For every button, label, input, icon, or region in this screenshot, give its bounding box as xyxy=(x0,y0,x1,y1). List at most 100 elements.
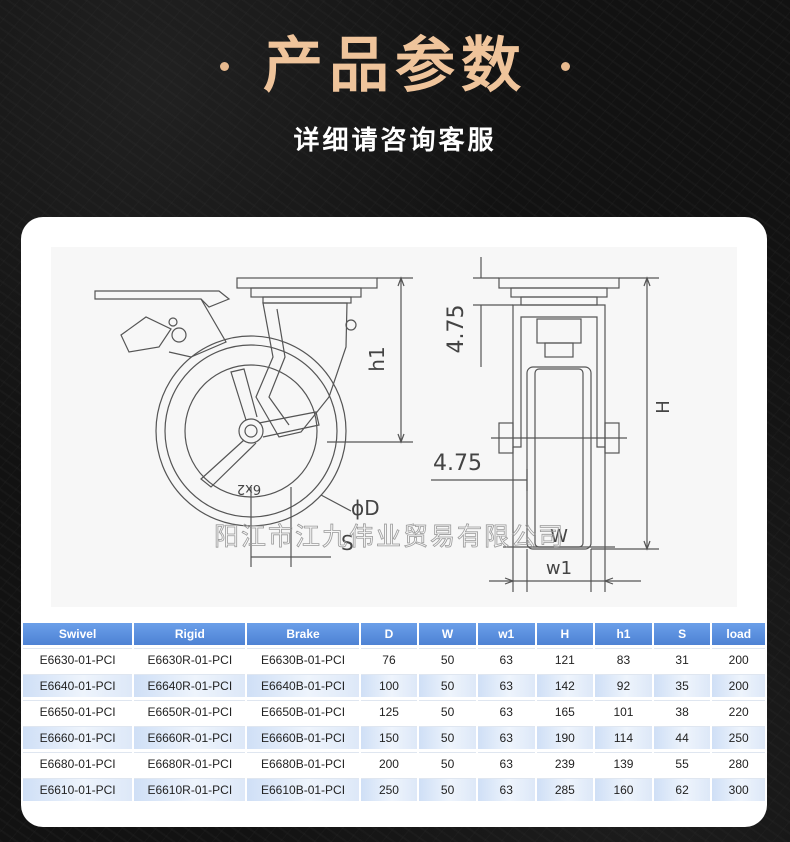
column-header-h: H xyxy=(536,623,594,645)
cell-h: 142 xyxy=(536,674,594,697)
cell-h1: 83 xyxy=(595,648,652,671)
column-header-w1: w1 xyxy=(477,623,535,645)
cell-w1: 63 xyxy=(477,726,535,749)
cell-h: 190 xyxy=(536,726,594,749)
dim-label-diameter: ϕD xyxy=(351,496,380,520)
column-header-w: W xyxy=(419,623,476,645)
cell-rigid: E6680R-01-PCI xyxy=(134,752,246,775)
cell-s: 31 xyxy=(653,648,711,671)
cell-w: 50 xyxy=(419,752,476,775)
cell-swivel: E6680-01-PCI xyxy=(23,752,133,775)
column-header-load: load xyxy=(712,623,765,645)
spec-table-header-row: Swivel Rigid Brake D W w1 H h1 S load xyxy=(23,623,765,645)
cell-w: 50 xyxy=(419,648,476,671)
cell-load: 300 xyxy=(712,778,765,801)
cell-load: 200 xyxy=(712,648,765,671)
column-header-d: D xyxy=(360,623,418,645)
cell-w1: 63 xyxy=(477,700,535,723)
cell-h1: 114 xyxy=(595,726,652,749)
cell-load: 220 xyxy=(712,700,765,723)
cell-w: 50 xyxy=(419,674,476,697)
page-subtitle: 详细请咨询客服 xyxy=(293,126,497,156)
wheel-front xyxy=(526,366,592,550)
cell-rigid: E6650R-01-PCI xyxy=(134,700,246,723)
cell-h: 285 xyxy=(536,778,594,801)
left-dot-decoration xyxy=(220,61,229,71)
cell-swivel: E6640-01-PCI xyxy=(23,674,133,697)
technical-drawing: h1 4.75 4.75 H ϕD S W w1 6x2 阳江市江九伟业贸易有限… xyxy=(51,247,737,607)
cell-s: 55 xyxy=(653,752,711,775)
cell-h1: 139 xyxy=(595,752,652,775)
cell-d: 250 xyxy=(360,778,418,801)
cell-w1: 63 xyxy=(477,648,535,671)
column-header-s: S xyxy=(653,623,711,645)
cell-h1: 101 xyxy=(595,700,652,723)
brake-pedal xyxy=(94,290,231,308)
company-watermark: 阳江市江九伟业贸易有限公司 xyxy=(214,522,565,551)
page-header: 产品参数 详细请咨询客服 xyxy=(0,0,790,210)
table-row: E6660-01-PCI E6660R-01-PCI E6660B-01-PCI… xyxy=(23,726,765,749)
column-header-rigid: Rigid xyxy=(134,623,246,645)
top-plate-front xyxy=(498,277,620,289)
spec-card: h1 4.75 4.75 H ϕD S W w1 6x2 阳江市江九伟业贸易有限… xyxy=(21,217,767,827)
cell-rigid: E6660R-01-PCI xyxy=(134,726,246,749)
spec-table: Swivel Rigid Brake D W w1 H h1 S load E6… xyxy=(21,620,767,804)
cell-w: 50 xyxy=(419,726,476,749)
wheel-size-mark: 6x2 xyxy=(237,481,261,496)
table-row: E6630-01-PCI E6630R-01-PCI E6630B-01-PCI… xyxy=(23,648,765,671)
cell-w: 50 xyxy=(419,700,476,723)
cell-rigid: E6630R-01-PCI xyxy=(134,648,246,671)
cell-load: 280 xyxy=(712,752,765,775)
cell-s: 62 xyxy=(653,778,711,801)
cell-h: 239 xyxy=(536,752,594,775)
cell-h1: 160 xyxy=(595,778,652,801)
cell-swivel: E6630-01-PCI xyxy=(23,648,133,671)
cell-d: 125 xyxy=(360,700,418,723)
caster-drawing-svg: h1 4.75 4.75 H ϕD S W w1 6x2 阳江市江九伟业贸易有限… xyxy=(94,257,674,592)
cell-brake: E6640B-01-PCI xyxy=(247,674,359,697)
column-header-h1: h1 xyxy=(595,623,652,645)
cell-h: 121 xyxy=(536,648,594,671)
page-title: 产品参数 xyxy=(263,31,527,101)
dim-label-w1: w1 xyxy=(546,558,572,579)
right-dot-decoration xyxy=(561,61,570,71)
dim-label-475-vertical: 4.75 xyxy=(444,305,469,354)
cell-d: 150 xyxy=(360,726,418,749)
cell-d: 76 xyxy=(360,648,418,671)
dim-label-H: H xyxy=(653,400,674,414)
cell-brake: E6660B-01-PCI xyxy=(247,726,359,749)
cell-swivel: E6660-01-PCI xyxy=(23,726,133,749)
cell-brake: E6610B-01-PCI xyxy=(247,778,359,801)
cell-s: 38 xyxy=(653,700,711,723)
cell-brake: E6650B-01-PCI xyxy=(247,700,359,723)
cell-w1: 63 xyxy=(477,778,535,801)
top-plate-side xyxy=(236,277,378,289)
dim-label-W: W xyxy=(550,526,568,547)
cell-brake: E6630B-01-PCI xyxy=(247,648,359,671)
cell-brake: E6680B-01-PCI xyxy=(247,752,359,775)
cell-rigid: E6610R-01-PCI xyxy=(134,778,246,801)
table-row: E6680-01-PCI E6680R-01-PCI E6680B-01-PCI… xyxy=(23,752,765,775)
column-header-brake: Brake xyxy=(247,623,359,645)
cell-w: 50 xyxy=(419,778,476,801)
cell-load: 200 xyxy=(712,674,765,697)
table-row: E6610-01-PCI E6610R-01-PCI E6610B-01-PCI… xyxy=(23,778,765,801)
dim-label-h1: h1 xyxy=(365,346,389,371)
table-row: E6640-01-PCI E6640R-01-PCI E6640B-01-PCI… xyxy=(23,674,765,697)
cell-d: 200 xyxy=(360,752,418,775)
cell-s: 44 xyxy=(653,726,711,749)
cell-w1: 63 xyxy=(477,674,535,697)
cell-h: 165 xyxy=(536,700,594,723)
cell-s: 35 xyxy=(653,674,711,697)
cell-load: 250 xyxy=(712,726,765,749)
cell-d: 100 xyxy=(360,674,418,697)
table-row: E6650-01-PCI E6650R-01-PCI E6650B-01-PCI… xyxy=(23,700,765,723)
title-row: 产品参数 xyxy=(0,28,790,104)
column-header-swivel: Swivel xyxy=(23,623,133,645)
dim-label-475-horizontal: 4.75 xyxy=(433,451,482,476)
cell-w1: 63 xyxy=(477,752,535,775)
cell-rigid: E6640R-01-PCI xyxy=(134,674,246,697)
cell-swivel: E6610-01-PCI xyxy=(23,778,133,801)
dim-label-S: S xyxy=(341,531,354,555)
cell-h1: 92 xyxy=(595,674,652,697)
